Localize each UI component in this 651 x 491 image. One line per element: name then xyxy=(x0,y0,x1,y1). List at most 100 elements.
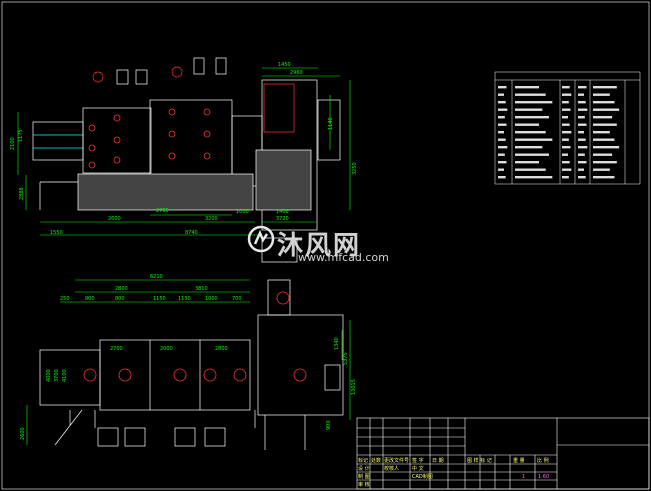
scale-value: 1:60 xyxy=(538,474,549,480)
parts-row-bar xyxy=(578,161,587,164)
parts-row-bar xyxy=(593,108,620,111)
header-cell: 签 字 xyxy=(412,457,424,464)
parts-row-bar xyxy=(593,176,615,179)
parts-row-bar xyxy=(593,93,610,96)
foundation-upper xyxy=(77,173,254,211)
fan-tower-lower xyxy=(257,314,344,416)
parts-row-bar xyxy=(562,176,569,179)
mid-cell: 中 文 xyxy=(412,465,424,472)
parts-row-bar xyxy=(578,168,584,171)
parts-row-bar xyxy=(593,138,615,141)
dim-text: 700 xyxy=(232,296,242,302)
dimension-texts-upper: 1450 2960 2600 3200 1000 1400 3720 2765 … xyxy=(10,62,358,236)
parts-row-bar xyxy=(593,116,613,119)
parts-row-bar xyxy=(562,123,570,126)
dim-text: 1150 xyxy=(153,296,166,302)
parts-row-bar xyxy=(593,161,617,164)
dim-text: 2888 xyxy=(19,187,25,200)
parts-row-bar xyxy=(578,93,584,96)
parts-rows xyxy=(498,86,620,179)
parts-row-bar xyxy=(562,131,572,134)
parts-row-bar xyxy=(498,168,504,171)
dim-text: 2765 xyxy=(156,208,169,214)
dim-text: 1140 xyxy=(328,117,334,130)
parts-row-bar xyxy=(578,131,584,134)
parts-row-bar xyxy=(593,153,613,156)
parts-row-bar xyxy=(593,168,610,171)
watermark-url: www.mfcad.com xyxy=(298,251,389,264)
dim-text: 3810 xyxy=(195,286,208,292)
parts-row-bar xyxy=(562,86,570,89)
row-label: 设 计 xyxy=(358,465,370,472)
mid-cell: 校核人 xyxy=(384,465,399,472)
parts-row-bar xyxy=(578,86,587,89)
right-header: 比 例 xyxy=(537,457,549,464)
right-header: 图 样 标 记 xyxy=(467,457,492,464)
parts-row-bar xyxy=(498,108,508,111)
upper-assembly xyxy=(32,57,341,231)
dim-text: 13015 xyxy=(351,379,357,395)
parts-row-bar xyxy=(515,116,549,119)
parts-row-bar xyxy=(515,146,543,149)
parts-row-bar xyxy=(515,138,553,141)
parts-row-bar xyxy=(515,153,549,156)
parts-row-bar xyxy=(562,146,571,149)
parts-row-bar xyxy=(498,131,504,134)
title-block-text: 标记 处数 更改文件号 签 字 日 期 设 计 制 图 审 核 校核人 中 文 … xyxy=(358,457,549,488)
dim-text: 2960 xyxy=(290,70,303,76)
header-cell: 处数 xyxy=(371,457,381,464)
dim-text: 800 xyxy=(85,296,95,302)
parts-row-bar xyxy=(562,101,569,104)
dim-text: 3200 xyxy=(205,216,218,222)
parts-row-bar xyxy=(515,176,553,179)
dim-text: 4100 xyxy=(62,369,68,382)
inlet-duct-upper xyxy=(32,121,84,161)
parts-row-bar xyxy=(562,108,571,111)
parts-row-bar xyxy=(498,101,506,104)
right-header: 重 量 xyxy=(513,457,525,464)
fan-icons-top xyxy=(92,57,227,85)
parts-row-bar xyxy=(498,138,506,141)
dim-text: 6210 xyxy=(150,274,163,280)
parts-row-bar xyxy=(498,146,508,149)
dim-text: 2800 xyxy=(115,286,128,292)
dim-text: 2700 xyxy=(110,346,123,352)
parts-row-bar xyxy=(515,161,539,164)
parts-row-bar xyxy=(498,176,506,179)
parts-row-bar xyxy=(498,161,507,164)
dim-text: 1000 xyxy=(236,209,249,215)
parts-row-bar xyxy=(593,146,620,149)
dim-text: 3250 xyxy=(352,162,358,175)
parts-row-bar xyxy=(562,93,572,96)
row-label: 制 图 xyxy=(358,473,370,480)
dim-text: 5375 xyxy=(343,352,349,365)
dim-text: 1000 xyxy=(205,296,218,302)
header-cell: 更改文件号 xyxy=(384,457,409,464)
header-cell: 日 期 xyxy=(432,458,444,464)
lower-assembly xyxy=(39,237,344,450)
dim-text: 4000 xyxy=(46,369,52,382)
parts-row-bar xyxy=(498,153,505,156)
parts-row-bar xyxy=(515,101,553,104)
dim-text: 900 xyxy=(326,420,332,430)
header-cell: 标记 xyxy=(358,457,368,464)
parts-list-table xyxy=(494,71,641,185)
parts-row-bar xyxy=(578,123,587,126)
parts-row-bar xyxy=(498,123,507,126)
dim-text: 2600 xyxy=(20,427,26,440)
parts-row-bar xyxy=(578,108,588,111)
dim-text: 800 xyxy=(115,296,125,302)
dimension-lines-lower xyxy=(26,279,351,445)
dim-text: 3700 xyxy=(54,369,60,382)
dimension-lines-upper xyxy=(17,67,351,236)
dim-text: 1150 xyxy=(178,296,191,302)
parts-row-bar xyxy=(578,138,586,141)
dim-text: 2600 xyxy=(108,216,121,222)
absorber-housing-upper xyxy=(82,107,152,174)
parts-row-bar xyxy=(593,101,615,104)
parts-row-bar xyxy=(498,86,507,89)
dim-text: 2000 xyxy=(160,346,173,352)
parts-row-bar xyxy=(562,161,570,164)
parts-row-bar xyxy=(578,101,586,104)
